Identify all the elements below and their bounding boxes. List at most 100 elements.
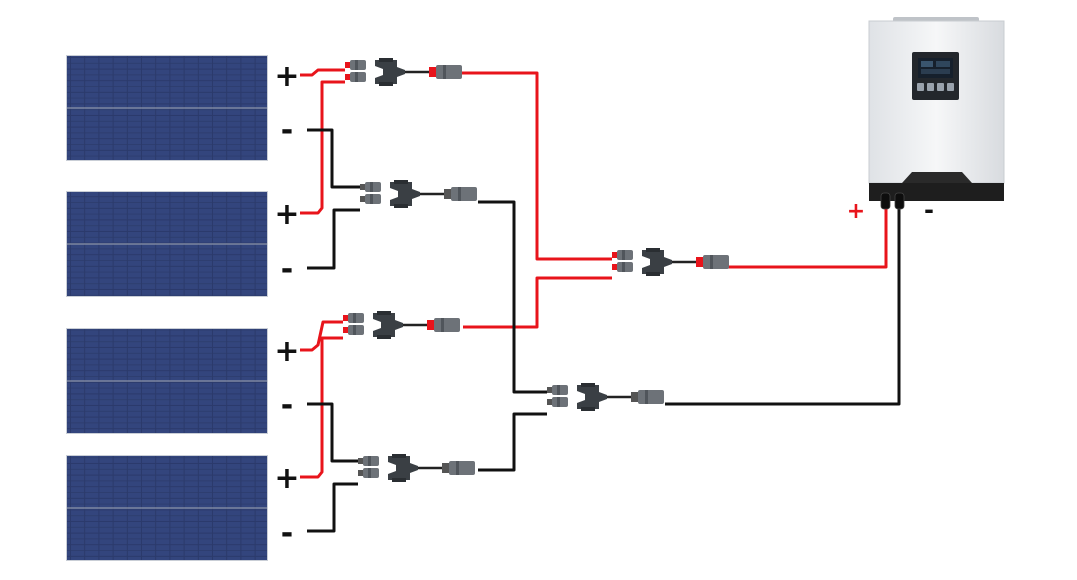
y-branch-connector-icon	[612, 248, 729, 276]
out-plug-ridge	[443, 65, 446, 79]
plug-tip	[612, 264, 618, 270]
wire-main-negative	[665, 205, 901, 406]
splitter-top	[377, 311, 391, 315]
inverter-base-bevel	[902, 172, 972, 183]
out-plug-ridge	[456, 461, 459, 475]
splitter-bottom	[646, 272, 660, 276]
plug-ridge	[368, 468, 371, 478]
plug-tip	[345, 74, 351, 80]
out-plug-ridge	[710, 255, 713, 269]
out-plug-body	[434, 318, 460, 332]
plug-tip	[547, 399, 553, 405]
panel-1-plus-label: +	[274, 59, 299, 94]
solar-panel-3: +-	[66, 328, 300, 434]
splitter-bottom	[581, 407, 595, 411]
splitter-body	[375, 60, 405, 84]
positive-wires	[300, 68, 888, 479]
out-plug-tip	[444, 189, 452, 199]
solar-panel-1: +-	[66, 55, 300, 161]
splitter-top	[379, 58, 393, 62]
y-branch-connector-icon	[547, 383, 664, 411]
plug-tip	[360, 196, 366, 202]
plug-ridge	[370, 194, 373, 204]
wire-p2-negative	[307, 208, 360, 270]
plug-tip	[612, 252, 618, 258]
out-plug-tip	[442, 463, 450, 473]
plug-ridge	[355, 60, 358, 70]
wire-p2-positive	[300, 80, 345, 215]
out-plug-tip	[696, 257, 704, 267]
plug-ridge	[622, 262, 625, 272]
panel-4-minus-label: -	[281, 516, 293, 551]
splitter-top	[581, 383, 595, 387]
wire-p1-positive	[300, 68, 345, 77]
splitter-top	[394, 180, 408, 184]
panel-3-plus-label: +	[274, 334, 299, 369]
out-plug-body	[451, 187, 477, 201]
inverter: + -	[847, 17, 1005, 224]
out-plug-body	[436, 65, 462, 79]
plug-tip	[358, 470, 364, 476]
plug-ridge	[368, 456, 371, 466]
wire-branchA-out	[462, 71, 612, 261]
out-plug-body	[638, 390, 664, 404]
plug-ridge	[370, 182, 373, 192]
plug-tip	[343, 315, 349, 321]
wire-p1-negative	[307, 128, 360, 189]
y-branch-connector-icon	[345, 58, 462, 86]
plug-ridge	[355, 72, 358, 82]
splitter-bottom	[379, 82, 393, 86]
panel-4-plus-label: +	[274, 461, 299, 496]
splitter-body	[577, 385, 607, 409]
negative-wires	[307, 128, 901, 533]
control-buttons-icon	[917, 83, 954, 91]
out-plug-body	[449, 461, 475, 475]
panel-1-minus-label: -	[281, 113, 293, 148]
plug-ridge	[353, 325, 356, 335]
splitter-body	[642, 250, 672, 274]
plug-tip	[345, 62, 351, 68]
splitter-bottom	[394, 204, 408, 208]
y-branch-connector-icon	[358, 454, 475, 482]
wire-branchD-out	[478, 412, 547, 472]
splitter-top	[646, 248, 660, 252]
out-plug-ridge	[458, 187, 461, 201]
plug-ridge	[557, 397, 560, 407]
panel-3-minus-label: -	[281, 388, 293, 423]
plug-tip	[360, 184, 366, 190]
out-plug-tip	[427, 320, 435, 330]
splitter-bottom	[377, 335, 391, 339]
wire-p4-positive	[300, 336, 343, 479]
out-plug-tip	[631, 392, 639, 402]
wire-p3-positive	[300, 320, 343, 352]
wire-branchB-out	[478, 200, 547, 394]
inverter-plus-label: +	[847, 199, 865, 224]
out-plug-body	[703, 255, 729, 269]
inverter-body	[868, 20, 1005, 184]
splitter-body	[373, 313, 403, 337]
splitter-bottom	[392, 478, 406, 482]
plug-ridge	[557, 385, 560, 395]
solar-panel-2: +-	[66, 191, 300, 297]
inverter-minus-label: -	[924, 196, 934, 224]
out-plug-tip	[429, 67, 437, 77]
plug-tip	[547, 387, 553, 393]
dc-input-terminals-icon	[880, 192, 905, 210]
splitter-top	[392, 454, 406, 458]
out-plug-ridge	[645, 390, 648, 404]
wire-p3-negative	[307, 402, 358, 463]
out-plug-ridge	[441, 318, 444, 332]
y-branch-connector-icon	[360, 180, 477, 208]
plug-ridge	[622, 250, 625, 260]
splitter-body	[390, 182, 420, 206]
plug-tip	[343, 327, 349, 333]
splitter-body	[388, 456, 418, 480]
panel-2-plus-label: +	[274, 197, 299, 232]
lcd-display-icon	[912, 52, 959, 100]
wire-branchC-out	[463, 276, 612, 329]
plug-tip	[358, 458, 364, 464]
panel-2-minus-label: -	[281, 252, 293, 287]
solar-panel-4: +-	[66, 455, 300, 561]
wire-main-positive	[726, 205, 888, 269]
